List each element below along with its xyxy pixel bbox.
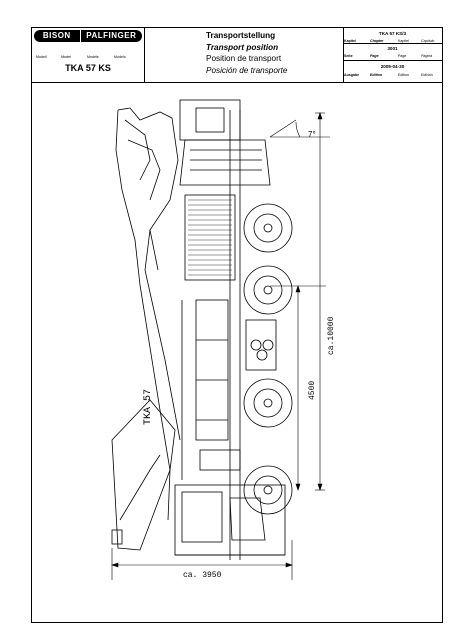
logo-bison: BISON	[34, 30, 80, 42]
edition-label-de: Ausgabe	[344, 73, 360, 77]
model-name: TKA 57 KS	[65, 63, 111, 73]
model-label-row: Modell Model Modèle Modelo	[34, 55, 140, 61]
model-label-en: Model	[61, 55, 71, 59]
upper-body	[179, 99, 271, 281]
chapter-label-de: Kapitel	[344, 39, 356, 43]
edition-label-en: Edition	[370, 73, 383, 77]
length-dimension: ca.10000	[327, 316, 336, 355]
edition-label-es: Edición	[421, 73, 433, 77]
axle-dimension: 4500	[308, 381, 317, 400]
doc-id: TKA 57 KS/3	[378, 31, 407, 36]
chapter-label-fr: Kapitel	[398, 39, 409, 43]
chapter-value: 3001	[387, 46, 398, 51]
chapter-label-es: Capítulo	[421, 39, 435, 43]
page-label-en: Page	[370, 54, 379, 58]
page-label-es: Página	[421, 54, 433, 58]
divider	[343, 28, 344, 82]
edition-label-fr: Edition	[398, 73, 409, 77]
model-label-es: Modelo	[114, 55, 126, 59]
model-label-de: Modell	[36, 55, 47, 59]
page-label-fr: Page	[398, 54, 407, 58]
wheels	[243, 203, 293, 515]
title-fr: Position de transport	[206, 54, 282, 63]
side-label: TKA 57	[143, 389, 154, 425]
title-en: Transport position	[206, 42, 279, 52]
angle-label: 7°	[308, 130, 316, 139]
page-label-de: Seite	[344, 54, 353, 58]
dimension-lines	[111, 112, 330, 580]
divider	[343, 60, 442, 61]
width-dimension: ca. 3950	[183, 571, 222, 580]
title-group: Transportstellung Transport position Pos…	[206, 30, 287, 76]
title-es: Posición de transporte	[206, 65, 288, 75]
chassis	[174, 110, 286, 560]
title-de: Transportstellung	[206, 31, 276, 40]
divider	[343, 43, 442, 44]
divider	[144, 28, 145, 82]
bison-palfinger-logo: BISON PALFINGER	[34, 30, 142, 42]
drawing-sheet: BISON PALFINGER Modell Model Modèle Mode…	[31, 27, 443, 623]
title-block: BISON PALFINGER Modell Model Modèle Mode…	[32, 28, 442, 83]
chapter-label-en: Chapter	[370, 39, 384, 43]
model-label-fr: Modèle	[87, 55, 99, 59]
crane-boom	[111, 107, 181, 551]
edition-value: 2005-04-30	[380, 64, 405, 69]
logo-palfinger: PALFINGER	[79, 30, 142, 42]
